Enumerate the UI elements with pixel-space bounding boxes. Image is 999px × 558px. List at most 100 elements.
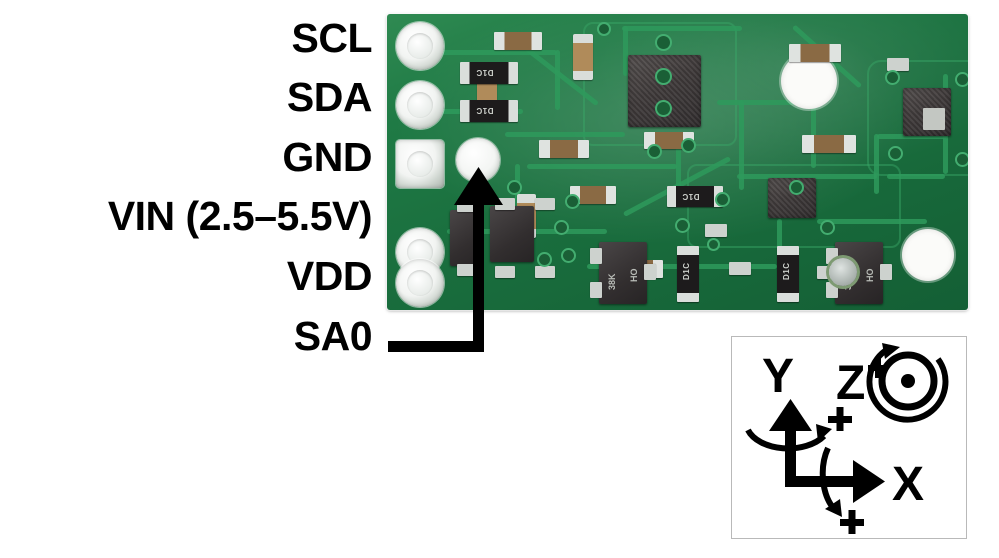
component-lead — [826, 282, 838, 298]
y-axis-arrowhead — [769, 399, 812, 431]
z-rotation-arc — [866, 346, 949, 423]
solder-pad — [729, 262, 751, 275]
trace — [622, 26, 742, 31]
pad-hole — [406, 91, 434, 119]
chip-resistor — [789, 44, 841, 62]
chip-resistor — [494, 32, 542, 50]
axis-label-z: Z — [836, 357, 865, 410]
leader-horizontal-segment — [388, 341, 484, 352]
component-lead — [880, 264, 892, 280]
component-marking: 38K — [607, 273, 617, 290]
via — [599, 24, 609, 34]
component-marking: D1C — [476, 106, 494, 115]
chip-resistor — [802, 135, 856, 153]
pin-label-vin: VIN (2.5–5.5V) — [107, 193, 373, 239]
via — [683, 140, 694, 151]
component-marking: HO — [629, 268, 639, 283]
diode-d1c: D1C — [460, 62, 518, 84]
axis-label-x: X — [892, 458, 924, 511]
pin-label-gnd: GND — [282, 134, 372, 180]
via — [709, 240, 718, 249]
solder-pad — [535, 266, 555, 278]
component-lead — [644, 264, 656, 280]
test-point — [829, 258, 857, 286]
via — [822, 222, 833, 233]
component-marking: D1C — [476, 68, 494, 77]
pad-hole — [406, 32, 434, 60]
solder-pad — [495, 198, 515, 210]
z-out-of-page-outer-circle — [878, 351, 938, 411]
component-lead — [590, 282, 602, 298]
solder-pad — [705, 224, 727, 237]
component-lead — [590, 248, 602, 264]
trace — [737, 174, 877, 179]
trace — [717, 100, 812, 105]
z-out-of-page-dot — [901, 374, 915, 388]
via — [657, 102, 670, 115]
through-hole-pad-scl — [396, 22, 444, 70]
pad-hole — [406, 150, 434, 178]
x-rotation-arrowhead — [825, 499, 842, 517]
axis-label-y: Y — [762, 350, 794, 403]
mounting-hole-top — [781, 53, 837, 109]
via — [890, 148, 901, 159]
through-hole-pad-sda — [396, 81, 444, 129]
diode-d1c: D1C — [777, 246, 799, 302]
trace — [877, 134, 947, 139]
through-hole-pad-gnd — [396, 140, 444, 188]
trace — [777, 219, 782, 269]
component-marking: D1C — [682, 262, 691, 280]
solder-pad — [535, 198, 555, 210]
trace — [739, 100, 744, 190]
pin-label-scl: SCL — [291, 15, 373, 61]
component-marking: D1C — [782, 262, 791, 280]
trace — [874, 134, 879, 194]
pin-label-sda: SDA — [286, 74, 373, 120]
chip-resistor — [539, 140, 589, 158]
second-sensor-ic — [903, 88, 951, 136]
via — [677, 220, 688, 231]
sa0-solder-jumper-hole — [456, 138, 500, 182]
sot23-transistor — [450, 210, 482, 266]
pad-hole — [406, 269, 434, 297]
via — [539, 254, 550, 265]
via — [791, 182, 802, 193]
y-rotation-arc — [745, 428, 827, 452]
chip-resistor — [644, 132, 694, 149]
via — [887, 72, 898, 83]
via — [649, 146, 660, 157]
x-rotation-arc — [819, 446, 838, 513]
via — [657, 36, 670, 49]
z-rotation-arrowhead — [882, 343, 900, 359]
ic-pin1-marker — [923, 108, 945, 130]
pin-label-column: SCL SDA GND VIN (2.5–5.5V) VDD SA0 — [0, 0, 373, 380]
via — [556, 222, 567, 233]
diode-d1c: D1C — [667, 186, 723, 207]
pin-label-sa0: SA0 — [293, 313, 373, 359]
diode-d1c: D1C — [677, 246, 699, 302]
via — [567, 196, 578, 207]
main-imu-ic — [628, 55, 701, 127]
trace — [527, 164, 677, 169]
trace — [437, 50, 557, 55]
solder-pad — [495, 266, 515, 278]
through-hole-pad-vdd — [396, 259, 444, 307]
axis-orientation-legend: Y Z X — [731, 336, 967, 539]
y-axis-line — [785, 417, 796, 487]
via — [509, 182, 520, 193]
chip-resistor — [570, 186, 616, 204]
component-marking: D1C — [682, 192, 700, 201]
via — [563, 250, 574, 261]
z-plus-sign — [868, 358, 888, 378]
via — [957, 74, 968, 85]
mounting-hole-bottom — [902, 229, 954, 281]
via — [717, 194, 728, 205]
axis-legend-graphic: Y Z X — [745, 343, 949, 534]
y-rotation-plus-sign — [828, 407, 852, 431]
x-axis-arrowhead — [853, 460, 885, 503]
sot23-transistor: 38K HO — [590, 242, 656, 304]
via — [657, 70, 670, 83]
trace — [555, 50, 560, 110]
trace — [817, 219, 927, 224]
